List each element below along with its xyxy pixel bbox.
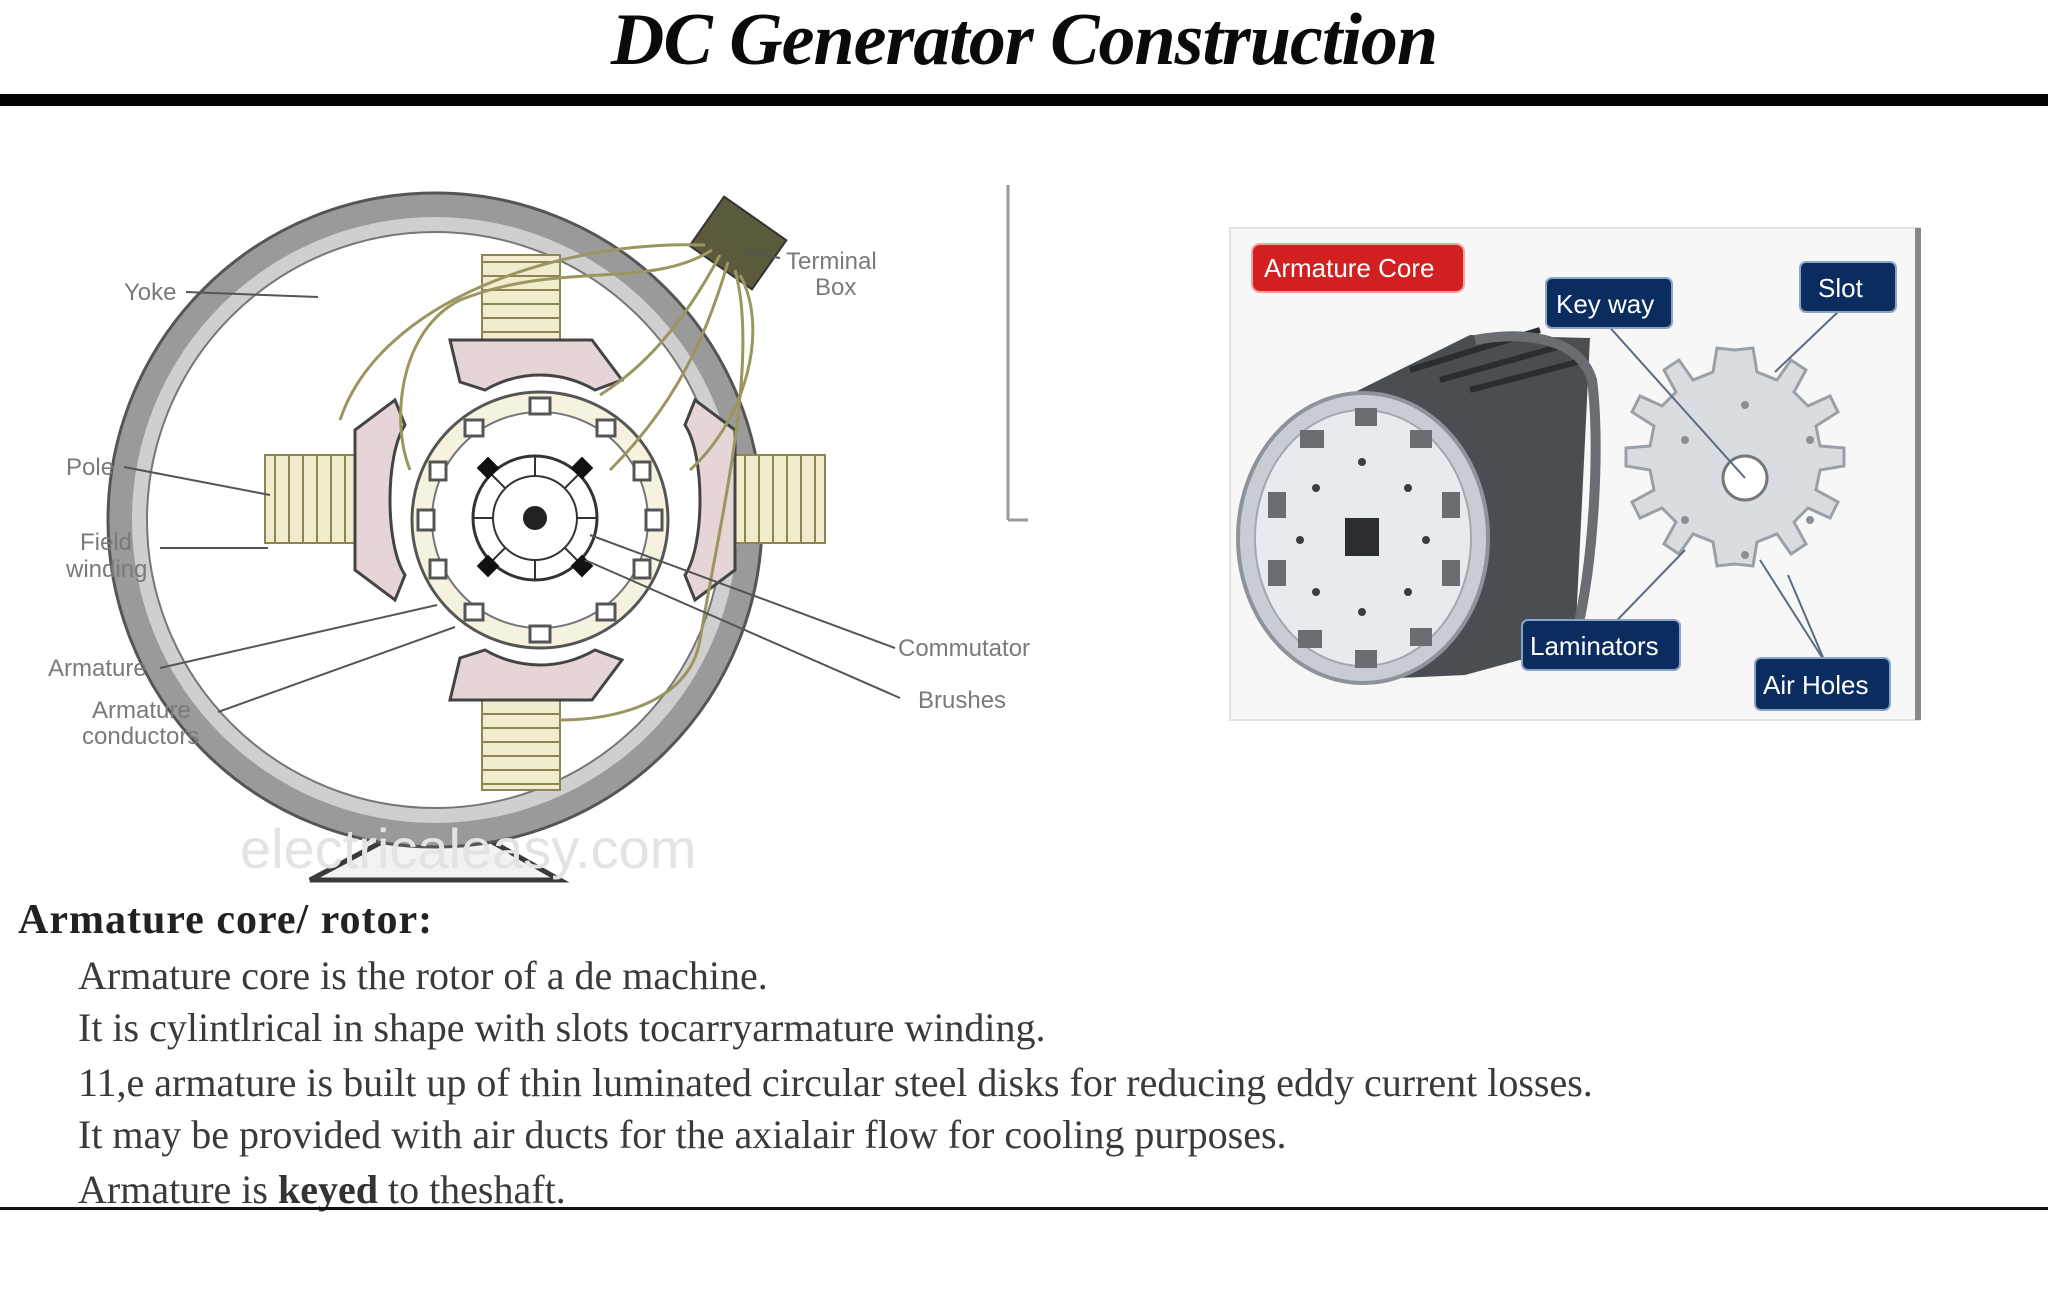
svg-text:Laminators: Laminators: [1530, 631, 1659, 661]
svg-text:Key way: Key way: [1556, 289, 1654, 319]
tag-key-way: Key way: [1545, 277, 1673, 329]
body-line-5-start: Armature is: [78, 1167, 278, 1212]
bottom-divider: [0, 1207, 2048, 1210]
keyed-word: keyed: [277, 1167, 378, 1212]
label-brushes: Brushes: [918, 687, 1006, 714]
body-line-5: Armature is keyed to theshaft.: [78, 1166, 566, 1213]
label-field-winding-2: winding: [65, 556, 147, 583]
pole-bottom: [448, 648, 625, 791]
svg-text:Air Holes: Air Holes: [1763, 670, 1868, 700]
body-line-1: Armature core is the rotor of a de machi…: [78, 953, 768, 998]
vertical-divider: [1006, 185, 1028, 522]
tag-armature-core: Armature Core: [1251, 243, 1465, 293]
label-commutator: Commutator: [898, 635, 1030, 662]
body-line-4: It may be provided with air ducts for th…: [78, 1112, 1287, 1157]
dc-generator-diagram: Yoke Terminal Box Pole Field winding Arm…: [48, 191, 1030, 883]
label-field-winding-1: Field: [80, 529, 132, 556]
label-pole: Pole: [66, 454, 114, 481]
pole-left: [264, 397, 407, 603]
svg-text:Armature Core: Armature Core: [1264, 253, 1435, 283]
body-line-5-end: to theshaft.: [377, 1167, 566, 1212]
label-terminal-box-1: Terminal: [786, 248, 877, 275]
svg-text:Slot: Slot: [1818, 273, 1864, 303]
label-armature: Armature: [48, 655, 147, 682]
leader-lines: [123, 251, 901, 713]
label-yoke: Yoke: [124, 279, 177, 306]
pole-right: [683, 397, 826, 603]
section-heading: Armature core/ rotor:: [18, 897, 434, 943]
tag-laminators: Laminators: [1521, 619, 1681, 671]
panel-edge: [1915, 228, 1921, 720]
body-line-3: 11,e armature is built up of thin lumina…: [78, 1060, 1593, 1105]
label-terminal-box-2: Box: [815, 274, 856, 301]
watermark: electricaleasy.com: [240, 817, 696, 880]
wiring: [338, 243, 755, 722]
label-armature-conductors-1: Armature: [92, 697, 191, 724]
core-cylinder: [1236, 327, 1601, 685]
terminal-box: [688, 195, 788, 291]
label-armature-conductors-2: conductors: [82, 723, 199, 750]
title-divider: [0, 94, 2048, 106]
tag-air-holes: Air Holes: [1754, 657, 1891, 711]
armature-core-diagram: Armature Core Key way Slot Laminators Ai…: [1229, 227, 1921, 721]
page-title: DC Generator Construction: [610, 0, 1438, 81]
armature-rotor: [410, 390, 670, 650]
body-line-2: It is cylintlrical in shape with slots t…: [78, 1005, 1046, 1050]
tag-slot: Slot: [1799, 261, 1897, 313]
